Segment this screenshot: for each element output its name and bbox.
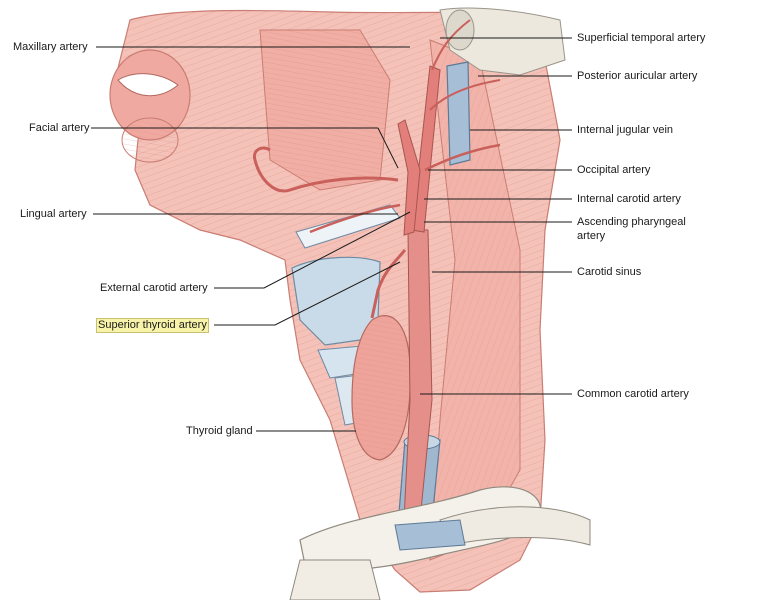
label-superficial-temporal-artery: Superficial temporal artery <box>577 32 706 44</box>
label-ascending-pharyngeal-line1: Ascending pharyngeal <box>577 216 686 228</box>
facial-artery-vessel <box>252 146 399 193</box>
first-rib <box>439 506 591 546</box>
label-carotid-sinus: Carotid sinus <box>577 266 642 278</box>
label-internal-jugular-vein: Internal jugular vein <box>577 124 674 136</box>
occipital-artery-vessel <box>424 143 501 172</box>
label-maxillary-artery: Maxillary artery <box>13 41 88 53</box>
label-facial-artery: Facial artery <box>29 122 90 134</box>
internal-jugular-vein <box>446 61 471 166</box>
label-posterior-auricular-artery: Posterior auricular artery <box>577 70 698 82</box>
superior-thyroid-artery-vessel <box>370 249 407 319</box>
label-internal-carotid-artery: Internal carotid artery <box>577 193 681 205</box>
external-carotid <box>397 119 421 236</box>
temporal-artery-vessel <box>431 19 471 71</box>
label-lingual-artery: Lingual artery <box>20 208 87 220</box>
label-external-carotid-artery: External carotid artery <box>100 282 208 294</box>
thyroid-cartilage <box>291 256 381 346</box>
posterior-auricular-vessel <box>429 79 501 111</box>
sternum <box>289 559 381 600</box>
label-superior-thyroid-artery: Superior thyroid artery <box>96 318 209 333</box>
label-thyroid-gland: Thyroid gland <box>186 425 253 437</box>
lingual-artery-vessel <box>309 203 401 234</box>
leader-lines <box>91 37 572 432</box>
label-common-carotid-artery: Common carotid artery <box>577 388 689 400</box>
subclavian-vein <box>394 519 466 551</box>
label-ascending-pharyngeal-line2: artery <box>577 230 606 242</box>
label-occipital-artery: Occipital artery <box>577 164 651 176</box>
